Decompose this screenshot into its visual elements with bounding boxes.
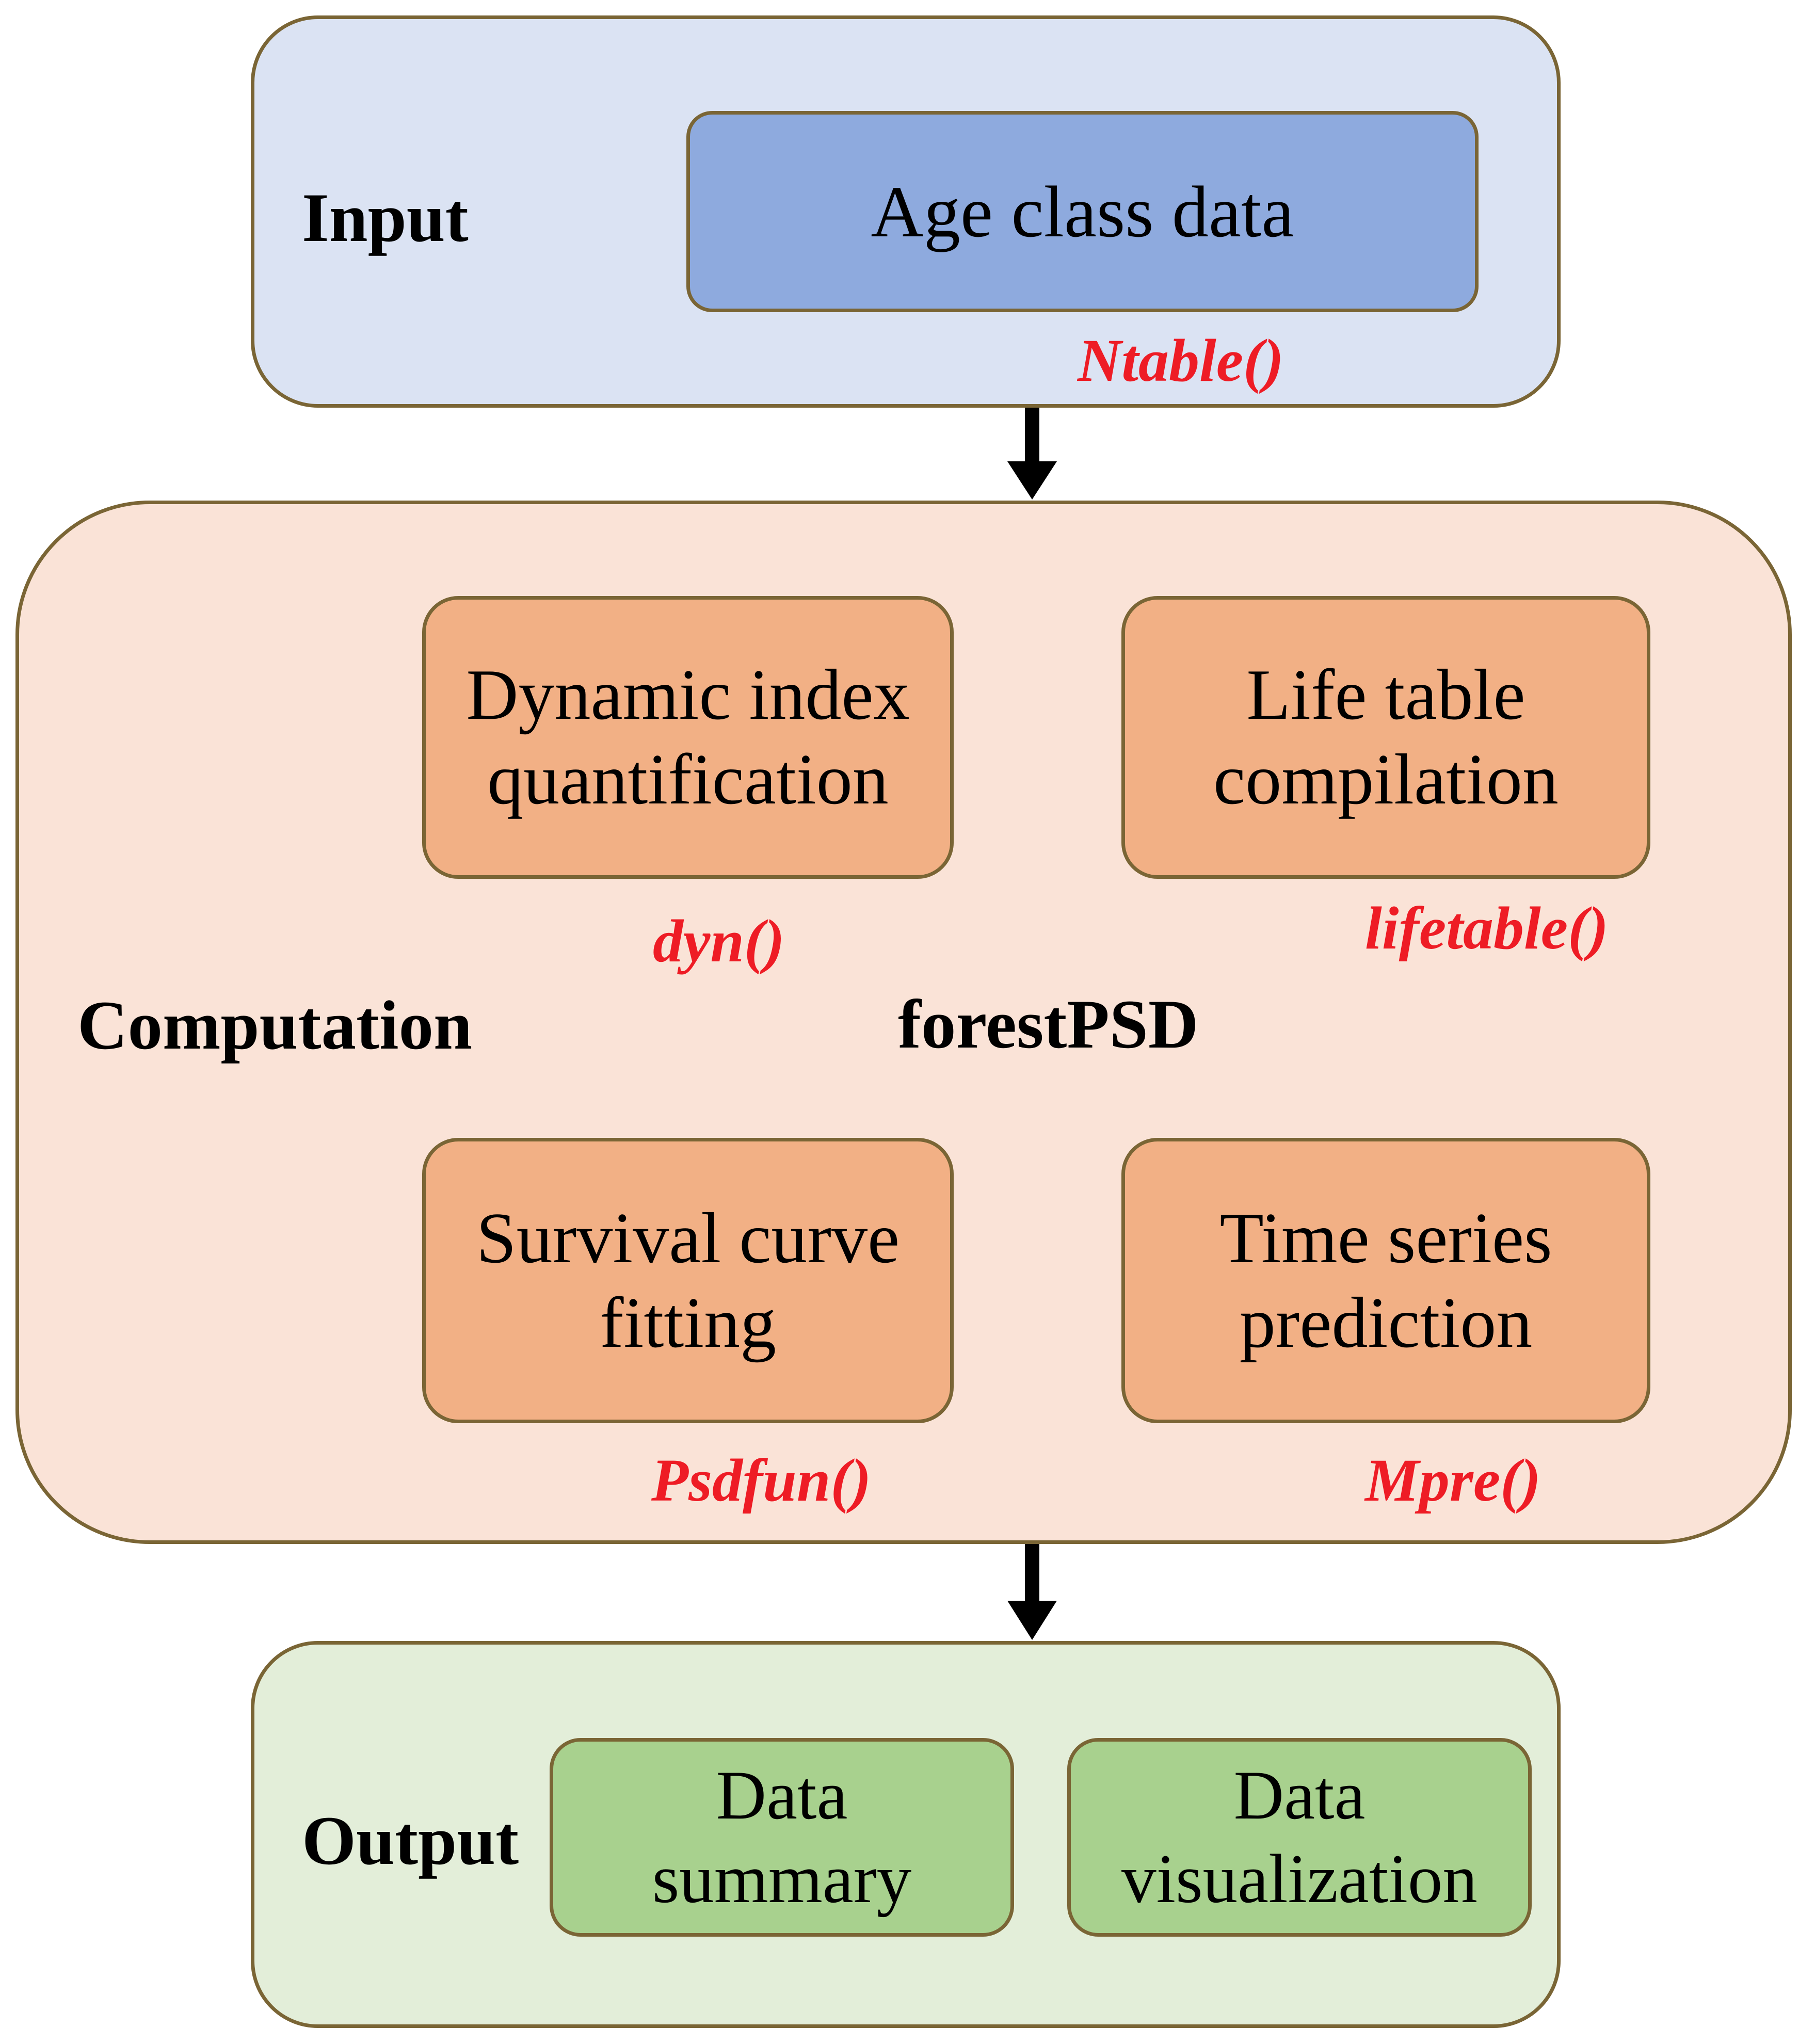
module-text-line: quantification — [487, 739, 889, 819]
output-text-line: Data — [716, 1757, 848, 1834]
lifetable-function-label: lifetable() — [1365, 894, 1609, 962]
age-class-data-text: Age class data — [871, 170, 1294, 252]
ntable-function-label: Ntable() — [1078, 327, 1284, 394]
data-visualization-box: Data visualization — [1067, 1738, 1532, 1937]
module-text-line: fitting — [599, 1282, 777, 1363]
psdfun-function-label: Psdfun() — [651, 1446, 872, 1514]
data-summary-box: Data summary — [550, 1738, 1014, 1937]
time-series-box: Time series prediction — [1121, 1138, 1650, 1423]
input-stage-label: Input — [302, 180, 469, 256]
module-text-line: prediction — [1239, 1282, 1533, 1363]
arrow-down-icon — [1007, 1544, 1057, 1640]
life-table-box: Life table compilation — [1121, 596, 1650, 879]
arrow-down-icon — [1007, 408, 1057, 500]
module-text-line: Survival curve — [476, 1198, 900, 1278]
module-text-line: Dynamic index — [466, 655, 910, 735]
module-text-line: compilation — [1213, 739, 1559, 819]
dyn-function-label: dyn() — [653, 907, 785, 975]
computation-stage-label: Computation — [77, 987, 473, 1064]
module-text-line: Time series — [1219, 1198, 1552, 1278]
module-text-line: Life table — [1246, 655, 1525, 735]
mpre-function-label: Mpre() — [1365, 1446, 1541, 1514]
output-stage-label: Output — [302, 1802, 519, 1879]
age-class-data-box: Age class data — [686, 111, 1479, 312]
output-text-line: Data — [1233, 1757, 1366, 1834]
output-text-line: visualization — [1121, 1840, 1477, 1918]
package-name-label: forestPSD — [898, 986, 1199, 1063]
dynamic-index-box: Dynamic index quantification — [422, 596, 954, 879]
output-text-line: summary — [652, 1840, 912, 1918]
survival-curve-box: Survival curve fitting — [422, 1138, 954, 1423]
